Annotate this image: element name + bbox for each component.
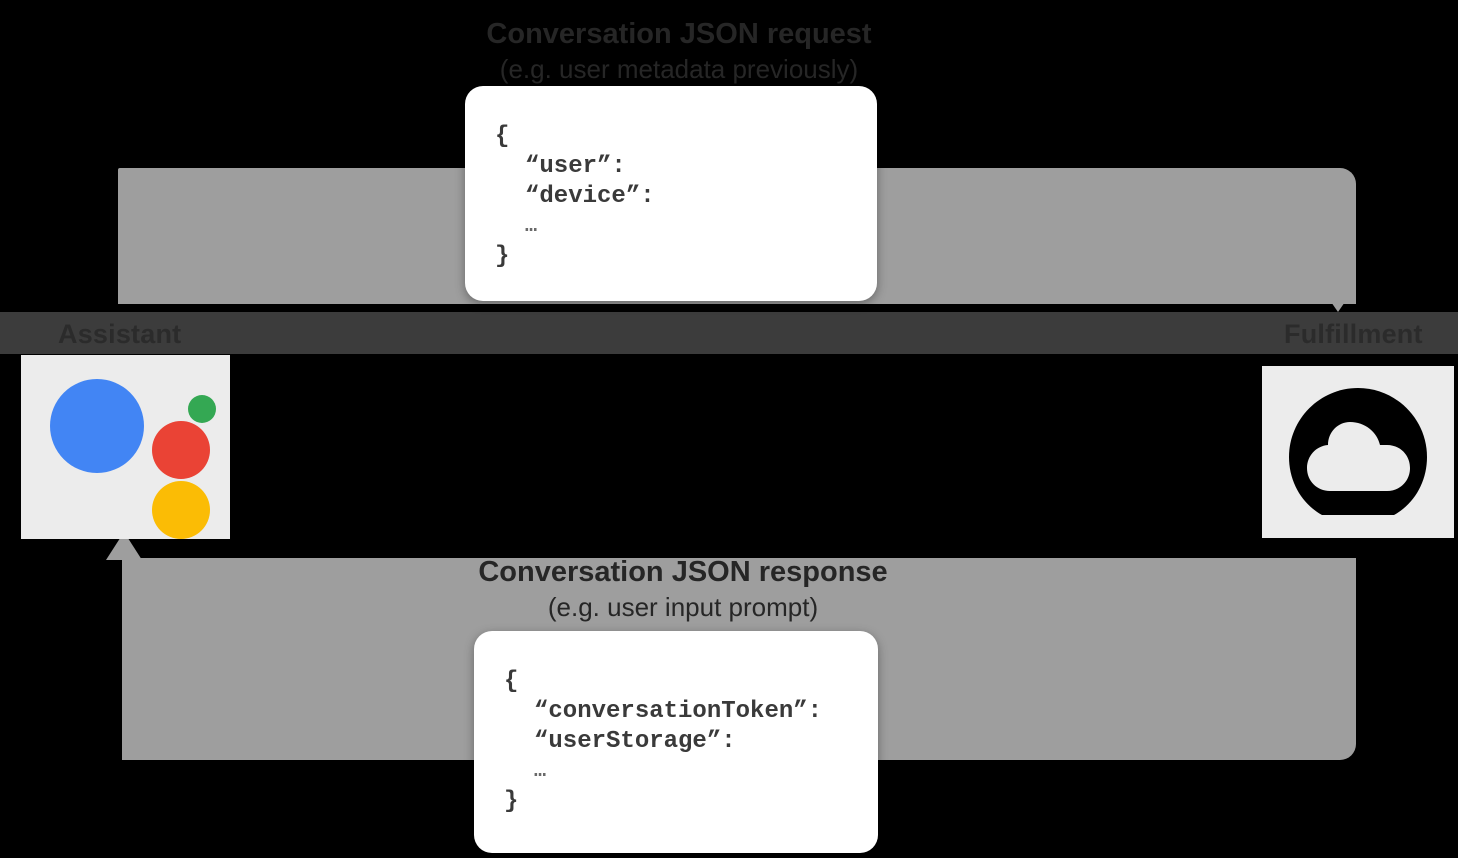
center-divider-band	[0, 312, 1458, 354]
response-caption: Conversation JSON response (e.g. user in…	[333, 554, 1033, 624]
json-key-conversation-token: “conversationToken”:	[534, 698, 823, 725]
fulfillment-label: Fulfillment	[1284, 319, 1423, 349]
json-close-brace: }	[504, 788, 519, 815]
assistant-yellow-dot-icon	[151, 480, 210, 539]
json-key-user: “user”:	[525, 153, 626, 180]
response-json-card: { “conversationToken”: “userStorage”: … …	[474, 631, 878, 853]
request-caption: Conversation JSON request (e.g. user met…	[329, 16, 1029, 86]
json-close-brace: }	[495, 243, 510, 270]
json-key-user-storage: “userStorage”:	[534, 728, 736, 755]
request-json-card: { “user”: “device”: … }	[465, 86, 877, 301]
google-assistant-dots-icon	[36, 365, 216, 539]
json-ellipsis: …	[534, 760, 547, 783]
assistant-green-dot-icon	[187, 394, 216, 423]
assistant-label: Assistant	[58, 319, 182, 349]
json-open-brace: {	[504, 668, 519, 695]
assistant-red-dot-icon	[151, 420, 210, 479]
response-caption-title: Conversation JSON response	[478, 556, 888, 588]
assistant-blue-dot-icon	[49, 378, 144, 473]
request-caption-subtitle: (e.g. user metadata previously)	[499, 54, 859, 84]
assistant-icon-tile	[21, 355, 230, 539]
request-caption-title: Conversation JSON request	[486, 18, 872, 50]
json-key-device: “device”:	[525, 183, 655, 210]
cloud-icon	[1289, 388, 1427, 515]
fulfillment-icon-tile	[1262, 366, 1454, 538]
response-caption-subtitle: (e.g. user input prompt)	[547, 592, 819, 622]
json-open-brace: {	[495, 123, 510, 150]
json-ellipsis: …	[525, 215, 538, 238]
request-arrow-head-icon	[1320, 286, 1356, 312]
